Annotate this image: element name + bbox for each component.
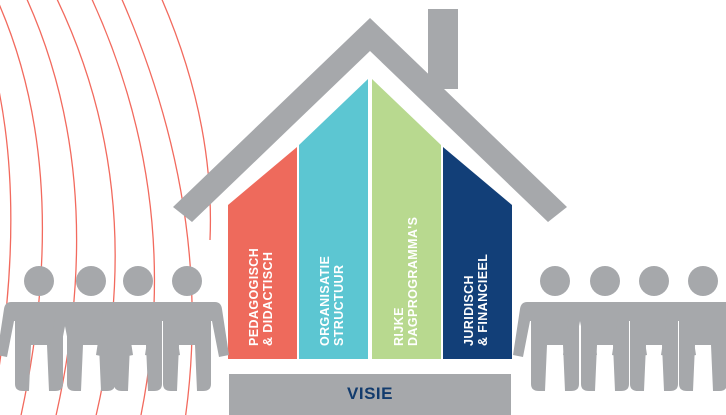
pillar-label-line1: JURIDISCH [462,275,476,346]
pillar-label-dagprogramma: RIJKE DAGPROGRAMMA'S [392,217,420,346]
roof [173,18,567,222]
pillar-pedagogisch [228,147,297,359]
pillar-label-line2: & DIDACTISCH [261,251,275,346]
people-group-right [513,266,726,391]
arc-line [0,4,43,415]
chimney [428,9,458,89]
pillar-label-organisatie: ORGANISATIE STRUCTUUR [318,256,346,346]
pillar-label-line1: ORGANISATIE [318,255,332,346]
pillar-dagprogramma [372,79,441,359]
pillar-label-pedagogisch: PEDAGOGISCH & DIDACTISCH [247,248,275,346]
pillar-label-line2: DAGPROGRAMMA'S [406,216,420,346]
arc-line [161,0,212,241]
pillar-label-line2: & FINANCIEEL [476,253,490,346]
pillar-label-line1: PEDAGOGISCH [247,247,261,346]
foundation-label: VISIE [347,384,393,403]
foundation-bar [229,374,511,415]
pillar-juridisch [443,147,512,359]
pillar-label-juridisch: JURIDISCH & FINANCIEEL [462,254,490,346]
pillar-label-line1: RIJKE [392,307,406,346]
pillar-organisatie [299,79,368,359]
pillar-label-line2: STRUCTUUR [332,264,346,346]
